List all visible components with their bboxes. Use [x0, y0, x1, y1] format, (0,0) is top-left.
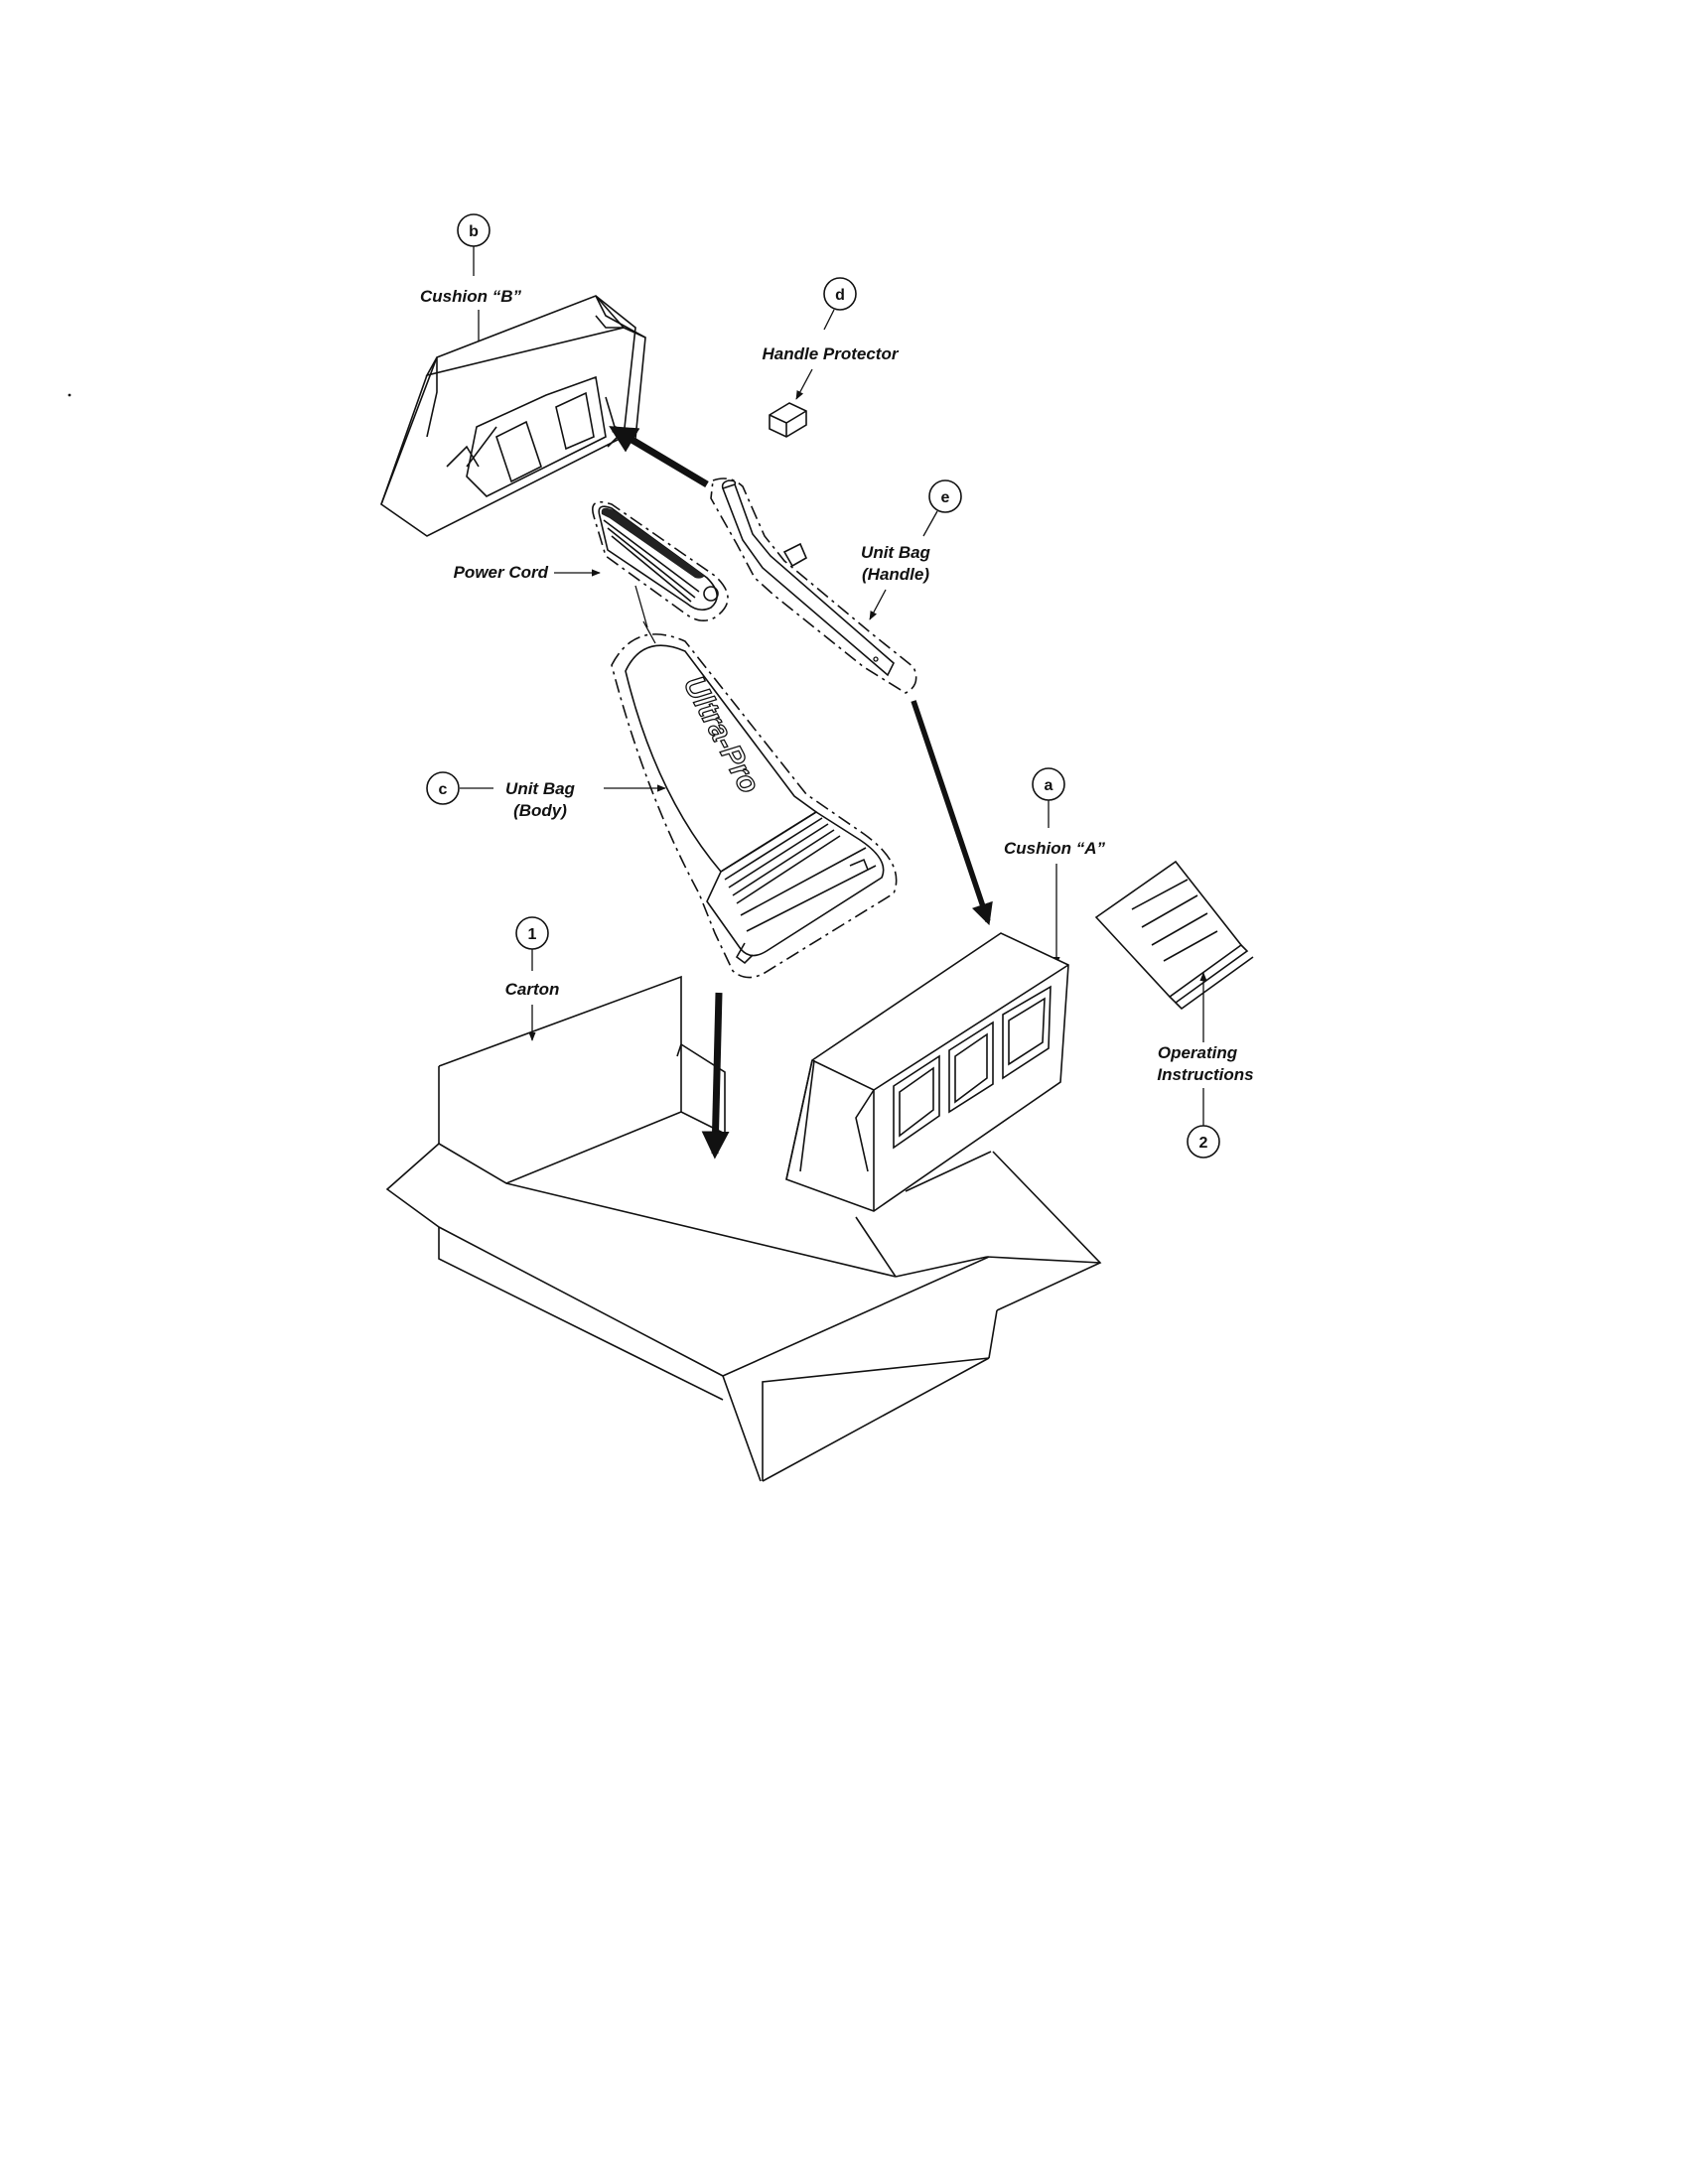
callout-a: a Cushion “A”: [1004, 767, 1105, 966]
power-cord-label: Power Cord: [454, 563, 549, 582]
callout-e-label-line2: (Handle): [862, 565, 929, 584]
callout-c-label-line1: Unit Bag: [505, 779, 576, 798]
stray-dot: [68, 393, 71, 397]
callout-b-label: Cushion “B”: [420, 287, 521, 306]
callout-c-id: c: [439, 781, 448, 798]
callout-d: d Handle Protector: [763, 277, 900, 400]
cushion-a: [785, 932, 1069, 1212]
carton: [385, 975, 1102, 1482]
unit-bag-handle: [710, 478, 917, 694]
callout-power-cord: Power Cord: [454, 563, 601, 582]
callout-c: c Unit Bag (Body): [426, 771, 666, 820]
unit-bag-body: Ultra-Pro: [611, 620, 898, 979]
callout-d-id: d: [835, 287, 845, 304]
cushion-b: [380, 295, 646, 537]
callout-a-id: a: [1045, 777, 1053, 794]
brand-logo: Ultra-Pro: [677, 671, 766, 799]
callout-c-label-line2: (Body): [513, 801, 567, 820]
callout-one-label: Carton: [505, 980, 560, 999]
arrow-to-cushion-b: [609, 425, 709, 488]
callout-two-label-line2: Instructions: [1157, 1065, 1253, 1084]
callout-two-id: 2: [1199, 1135, 1208, 1152]
callout-e-label-line1: Unit Bag: [861, 543, 931, 562]
callout-e-id: e: [941, 489, 950, 506]
operating-instructions: [1094, 860, 1254, 1011]
power-cord: [592, 500, 729, 628]
callout-one: 1 Carton: [505, 916, 560, 1041]
callout-two-label-line1: Operating: [1158, 1043, 1238, 1062]
callout-two: Operating Instructions 2: [1157, 972, 1254, 1159]
callout-one-id: 1: [528, 926, 537, 943]
arrow-to-cushion-a: [911, 700, 993, 926]
arrow-into-carton: [701, 992, 730, 1160]
callout-d-label: Handle Protector: [763, 344, 900, 363]
callout-a-label: Cushion “A”: [1004, 839, 1105, 858]
callout-e: e Unit Bag (Handle): [861, 479, 962, 620]
callout-b-id: b: [469, 223, 479, 240]
handle-protector: [769, 402, 807, 438]
